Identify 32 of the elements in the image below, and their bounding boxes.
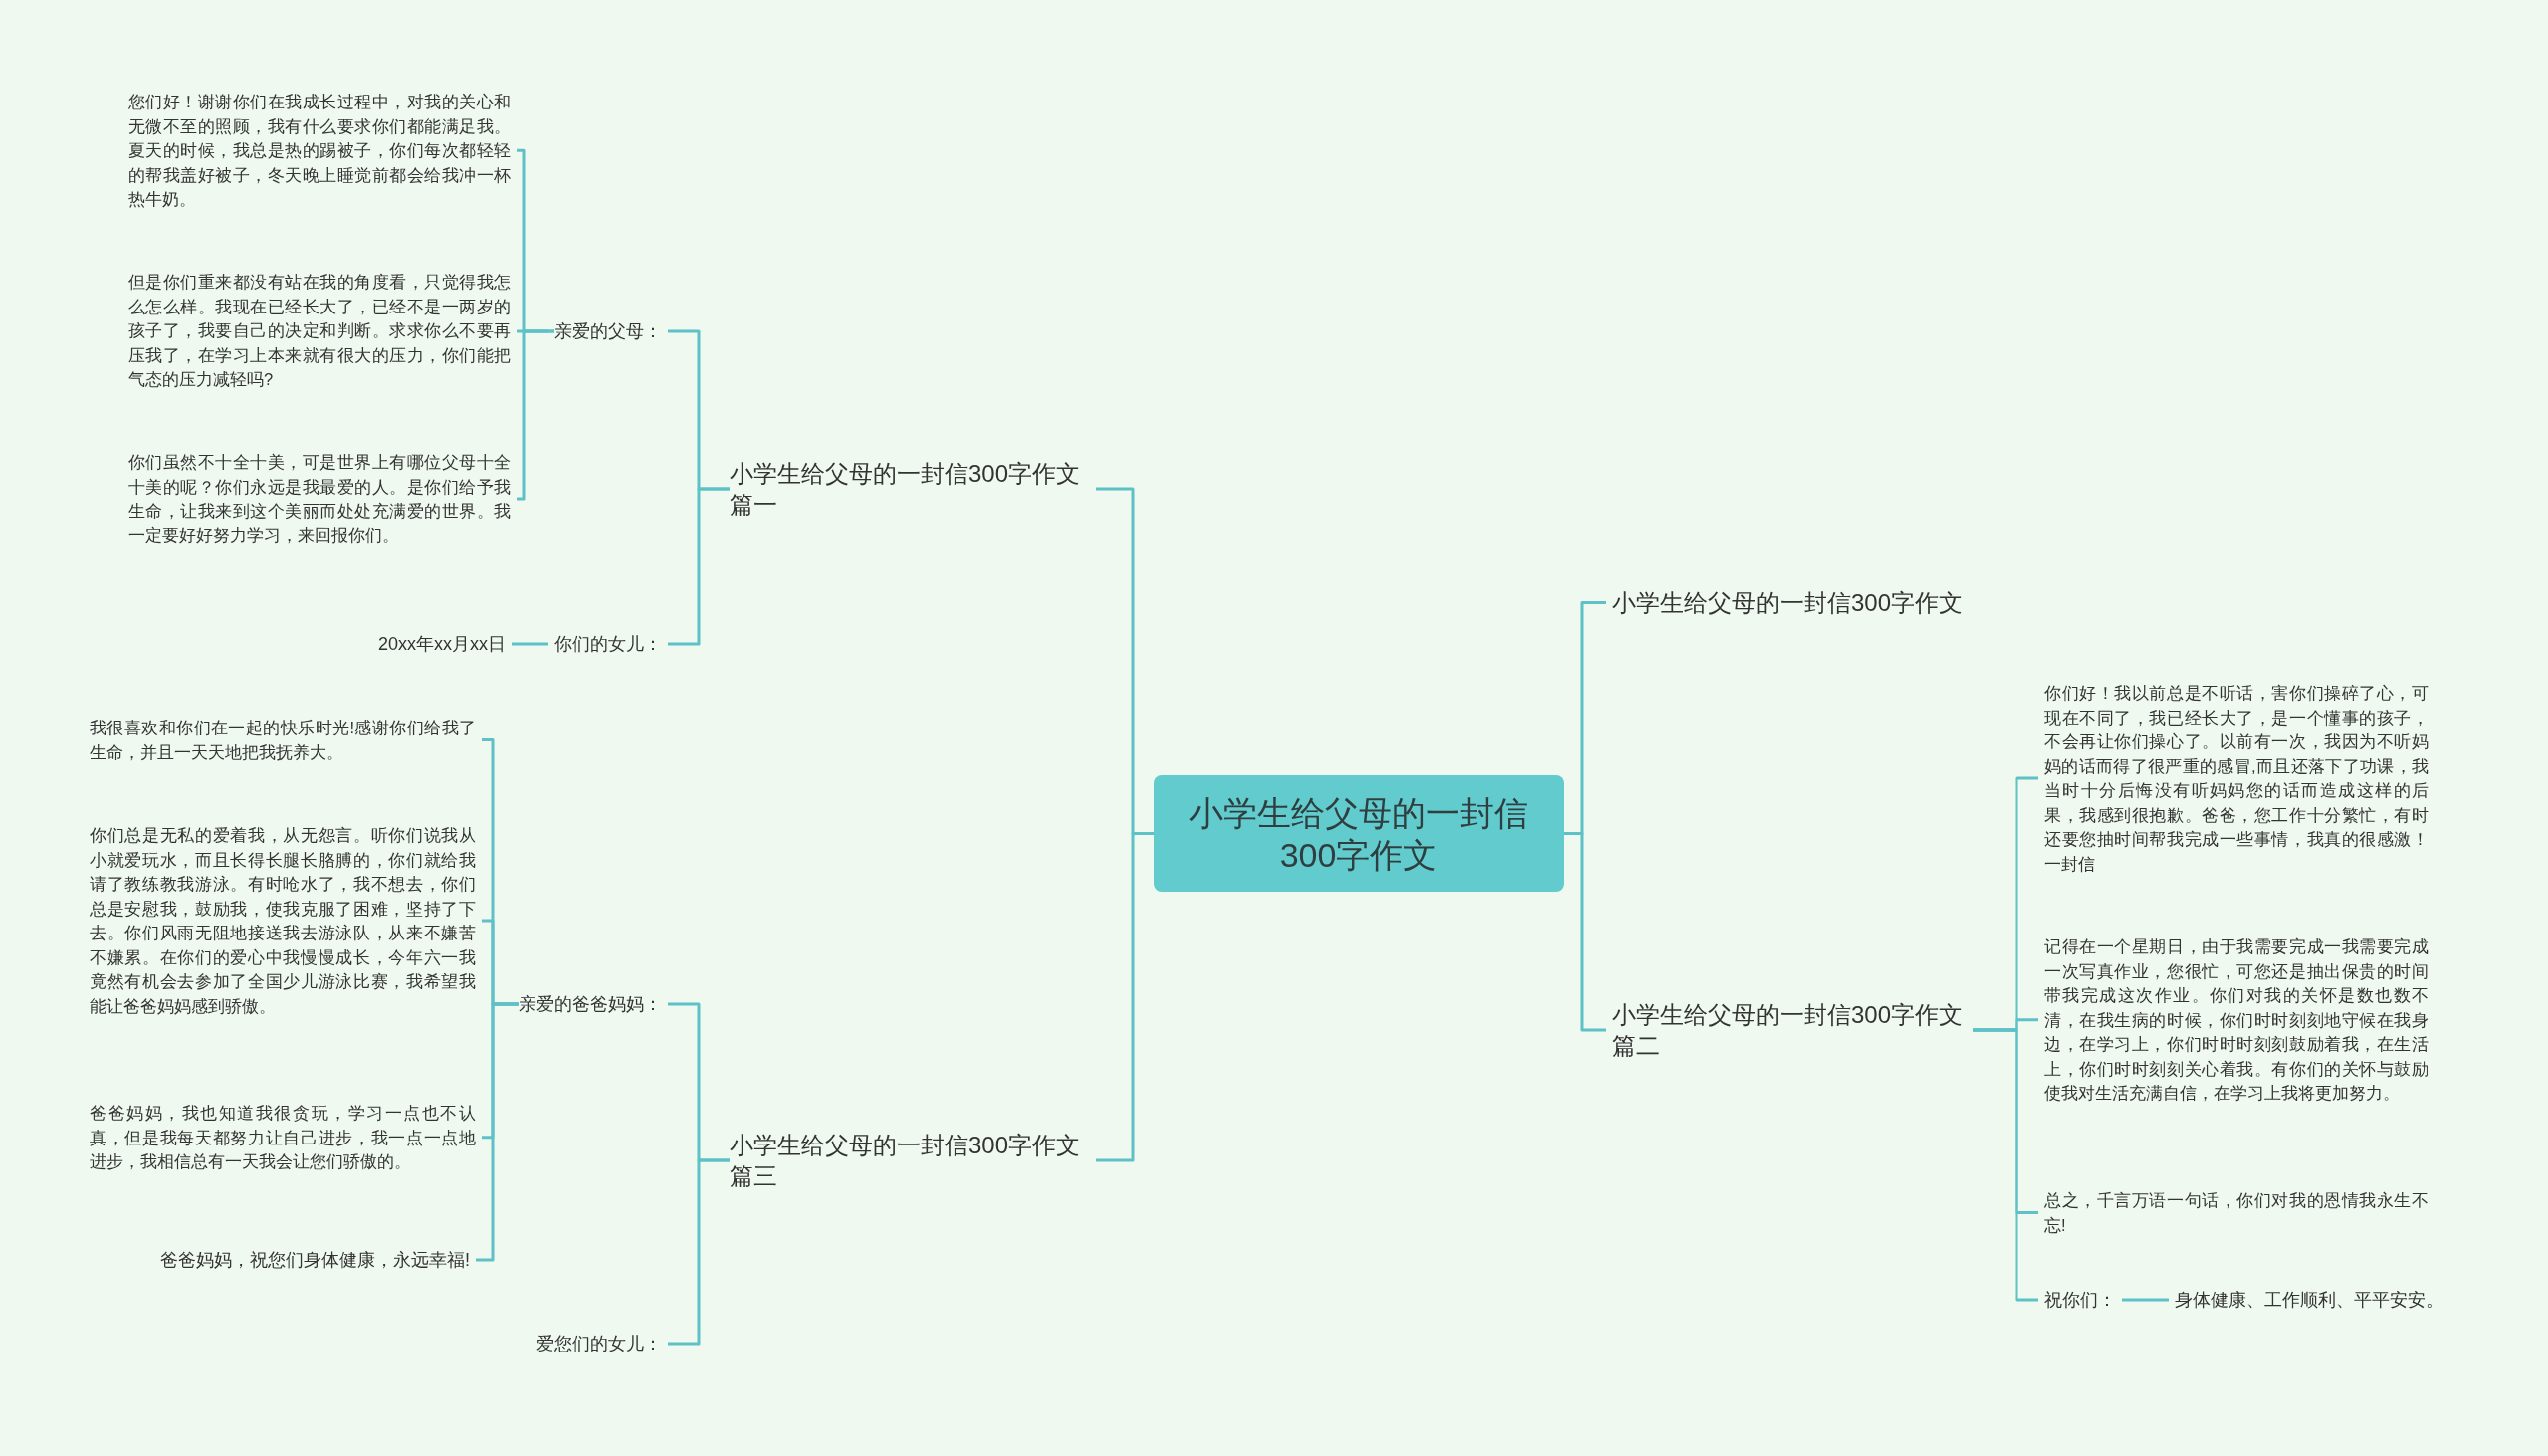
connector-line	[668, 1158, 730, 1346]
branch-topic: 小学生给父母的一封信300字作文篇三	[730, 1131, 1082, 1191]
connector-line	[512, 642, 548, 646]
letter-paragraph: 你们好！我以前总是不听话，害你们操碎了心，可现在不同了，我已经长大了，是一个懂事的孩子，不会再让你们操心了。以前有一次，我因为不听妈妈的话而得了很严重的感冒,而且还落下了功课，我当时十分后悔没有听妈妈您的话而造成这样的后果，我感到很抱歉。爸爸，您工作十分繁忙，有时还要您抽时间帮我完成一些事情，我真的很感激！一封信	[2044, 683, 2429, 875]
branch-topic: 小学生给父母的一封信300字作文篇二	[1612, 1000, 1965, 1061]
connector-line	[1564, 832, 1606, 1032]
subtopic-label: 爱您们的女儿：	[536, 1333, 662, 1355]
subtopic-label: 身体健康、工作顺利、平平安安。	[2175, 1289, 2443, 1312]
connector-line	[1096, 832, 1154, 1162]
subtopic-label: 爸爸妈妈，祝您们身体健康，永远幸福!	[160, 1249, 470, 1272]
subtopic-label: 亲爱的爸爸妈妈：	[519, 993, 662, 1016]
letter-paragraph: 记得在一个星期日，由于我需要完成一我需要完成一次写真作业，您很忙，可您还是抽出保贵的时间带我完成这次作业。你们对我的关怀是数也数不清，在我生病的时候，你们时时刻刻地守候在我身边，在学习上，你们时时时刻刻鼓励着我，在生活上，你们时时刻刻关心着我。有你们的关怀与鼓励使我对生活充满自信，在学习上我将更加努力。	[2044, 936, 2429, 1104]
subtopic-label: 小学生给父母的一封信300字作文	[1612, 588, 1964, 618]
subtopic-label: 20xx年xx月xx日	[377, 633, 506, 656]
connector-line	[2122, 1298, 2169, 1302]
connector-line	[517, 329, 554, 501]
letter-paragraph: 总之，千言万语一句话，你们对我的恩情我永生不忘!	[2044, 1190, 2429, 1236]
letter-paragraph: 你们总是无私的爱着我，从无怨言。听你们说我从小就爱玩水，而且长得长腿长胳膊的，你们就给我请了教练教我游泳。有时呛水了，我不想去，你们总是安慰我，鼓励我，使我克服了困难，坚持了下去。你们风雨无阻地接送我去游泳队，从来不嫌苦不嫌累。在你们的爱心中我慢慢成长，今年六一我竟然有机会去参加了全国少儿游泳比赛，我希望我能让爸爸妈妈感到骄傲。	[90, 825, 476, 1017]
letter-paragraph: 我很喜欢和你们在一起的快乐时光!感谢你们给我了生命，并且一天天地把我抚养大。	[90, 718, 476, 763]
connector-line	[476, 1002, 519, 1262]
letter-paragraph: 你们虽然不十全十美，可是世界上有哪位父母十全十美的呢？你们永远是我最爱的人。是你们给予我生命，让我来到这个美丽而处处充满爱的世界。我一定要好好努力学习，来回报你们。	[128, 452, 511, 546]
connector-line	[668, 487, 730, 646]
topic-text: 小学生给父母的一封信300字作文	[1188, 792, 1529, 876]
central-topic-box	[1154, 775, 1564, 892]
letter-paragraph: 爸爸妈妈，我也知道我很贪玩，学习一点也不认真，但是我每天都努力让自己进步，我一点一点地进步，我相信总有一天我会让您们骄傲的。	[90, 1103, 476, 1172]
subtopic-label: 你们的女儿：	[554, 633, 662, 656]
letter-paragraph: 但是你们重来都没有站在我的角度看，只觉得我怎么怎么样。我现在已经长大了，已经不是一两岁的孩子了，我要自己的决定和判断。求求你么不要再压我了，在学习上本来就有很大的压力，你们能把气态的压力减轻吗?	[128, 272, 511, 390]
branch-topic: 小学生给父母的一封信300字作文篇一	[730, 459, 1082, 520]
letter-paragraph: 您们好！谢谢你们在我成长过程中，对我的关心和无微不至的照顾，我有什么要求你们都能满足我。夏天的时候，我总是热的踢被子，你们每次都轻轻的帮我盖好被子，冬天晚上睡觉前都会给我冲一杯热牛奶。	[128, 92, 511, 210]
connector-line	[1973, 1028, 2038, 1302]
subtopic-label: 亲爱的父母：	[554, 320, 662, 343]
subtopic-label: 祝你们：	[2044, 1289, 2116, 1312]
